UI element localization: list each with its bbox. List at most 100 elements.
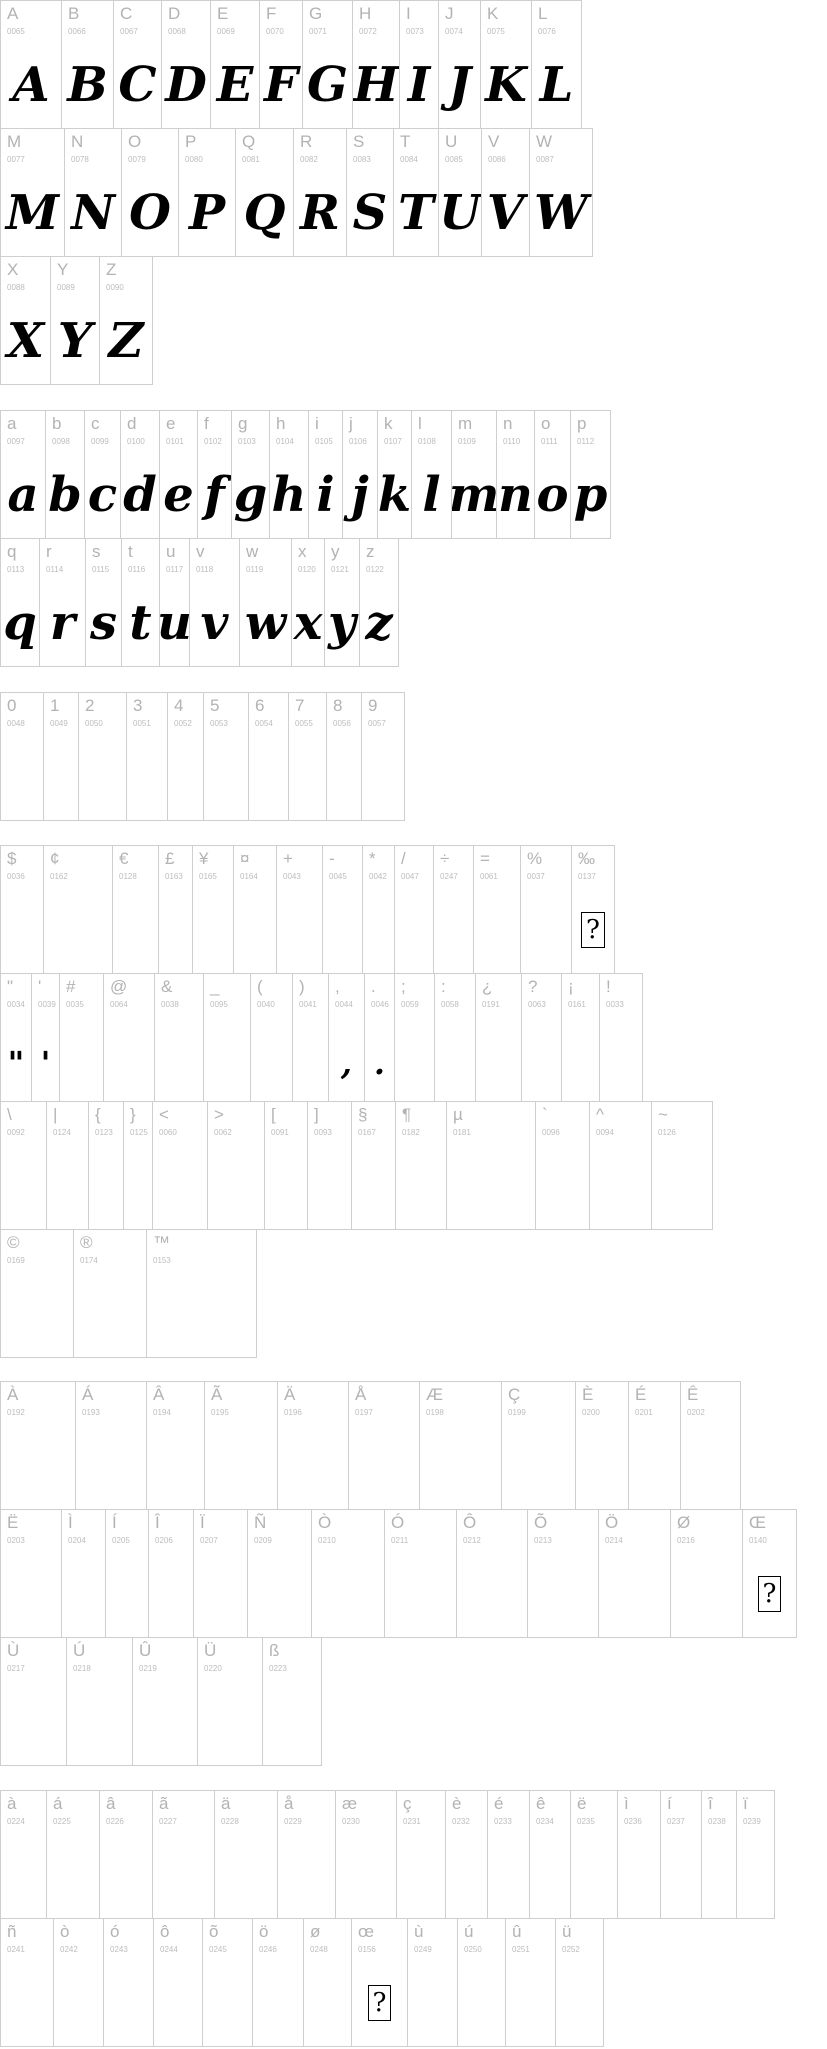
glyph-sample xyxy=(203,1959,252,2046)
glyph-label: ¥ xyxy=(199,849,209,868)
glyph-code: 0050 xyxy=(85,719,103,728)
glyph-sample xyxy=(397,1831,445,1918)
glyph-code: 0199 xyxy=(508,1408,526,1417)
glyph-sample: J xyxy=(448,56,471,113)
glyph-sample xyxy=(1,1142,46,1229)
glyph-label: 6 xyxy=(255,696,265,715)
glyph-sample: w xyxy=(244,594,287,651)
glyph-cell: ®0174 xyxy=(73,1229,147,1358)
glyph-code: 0196 xyxy=(284,1408,302,1417)
glyph-sample: m xyxy=(451,466,497,523)
glyph-label: { xyxy=(95,1105,101,1124)
glyph-label: Æ xyxy=(426,1385,443,1404)
glyph-label: Â xyxy=(153,1385,165,1404)
glyph-label: f xyxy=(204,414,209,433)
glyph-sample xyxy=(304,1959,351,2046)
glyph-code: 0233 xyxy=(494,1817,512,1826)
glyph-sample: p xyxy=(573,466,608,523)
glyph-sample xyxy=(737,1831,774,1918)
glyph-code: 0110 xyxy=(503,437,521,446)
glyph-label: t xyxy=(128,542,133,561)
glyph-code: 0035 xyxy=(66,1000,84,1009)
glyph-code: 0077 xyxy=(7,155,25,164)
glyph-code: 0065 xyxy=(7,27,25,36)
glyph-code: 0213 xyxy=(534,1536,552,1545)
glyph-label: \ xyxy=(7,1105,12,1124)
glyph-code: 0228 xyxy=(221,1817,239,1826)
glyph-sample: K xyxy=(485,56,527,113)
glyph-cell: :0058 xyxy=(434,973,476,1102)
glyph-code: 0235 xyxy=(577,1817,595,1826)
glyph-code: 0073 xyxy=(406,27,424,36)
glyph-code: 0086 xyxy=(488,155,506,164)
glyph-sample: i xyxy=(316,466,335,523)
glyph-label: l xyxy=(418,414,422,433)
glyph-code: 0241 xyxy=(7,1945,25,1954)
glyph-sample: O xyxy=(129,184,171,241)
glyph-sample xyxy=(652,1142,712,1229)
glyph-cell: ^0094 xyxy=(589,1101,652,1230)
glyph-sample xyxy=(447,1142,535,1229)
glyph-sample xyxy=(155,1024,203,1101)
glyph-cell: \0092 xyxy=(0,1101,47,1230)
glyph-code: 0122 xyxy=(366,565,384,574)
glyph-sample: q xyxy=(3,594,37,651)
glyph-label: ~ xyxy=(658,1105,668,1124)
glyph-sample xyxy=(1,1959,53,2046)
glyph-sample xyxy=(234,886,276,973)
glyph-code: 0107 xyxy=(384,437,402,446)
glyph-sample: Y xyxy=(57,312,93,369)
glyph-code: 0059 xyxy=(401,1000,419,1009)
glyph-label: Œ xyxy=(749,1513,766,1532)
glyph-sample: d xyxy=(123,466,157,523)
glyph-code: 0164 xyxy=(240,872,258,881)
glyph-label: K xyxy=(487,4,499,23)
glyph-sample xyxy=(47,1831,99,1918)
missing-glyph-icon: ? xyxy=(352,1959,407,2046)
glyph-label: Ç xyxy=(508,1385,521,1404)
glyph-code: 0068 xyxy=(168,27,186,36)
glyph-code: 0118 xyxy=(196,565,214,574)
glyph-code: 0043 xyxy=(283,872,301,881)
glyph-label: D xyxy=(168,4,181,23)
glyph-code: 0211 xyxy=(391,1536,409,1545)
glyph-sample: . xyxy=(373,1043,386,1082)
glyph-label: 2 xyxy=(85,696,95,715)
glyph-cell: ‰0137? xyxy=(571,845,615,974)
glyph-label: ú xyxy=(464,1922,474,1941)
glyph-label: Z xyxy=(106,260,117,279)
glyph-cell: ¤0164 xyxy=(233,845,277,974)
glyph-label: [ xyxy=(271,1105,276,1124)
glyph-label: ô xyxy=(160,1922,170,1941)
glyph-label: ? xyxy=(528,977,538,996)
glyph-code: 0083 xyxy=(353,155,371,164)
glyph-code: 0218 xyxy=(73,1664,91,1673)
glyph-sample xyxy=(159,886,192,973)
glyph-sample xyxy=(556,1959,603,2046)
glyph-label: | xyxy=(53,1105,58,1124)
glyph-sample: P xyxy=(188,184,226,241)
glyph-cell: ¥0165 xyxy=(192,845,234,974)
glyph-code: 0087 xyxy=(536,155,554,164)
glyph-sample xyxy=(522,1024,561,1101)
glyph-sample xyxy=(681,1422,740,1509)
